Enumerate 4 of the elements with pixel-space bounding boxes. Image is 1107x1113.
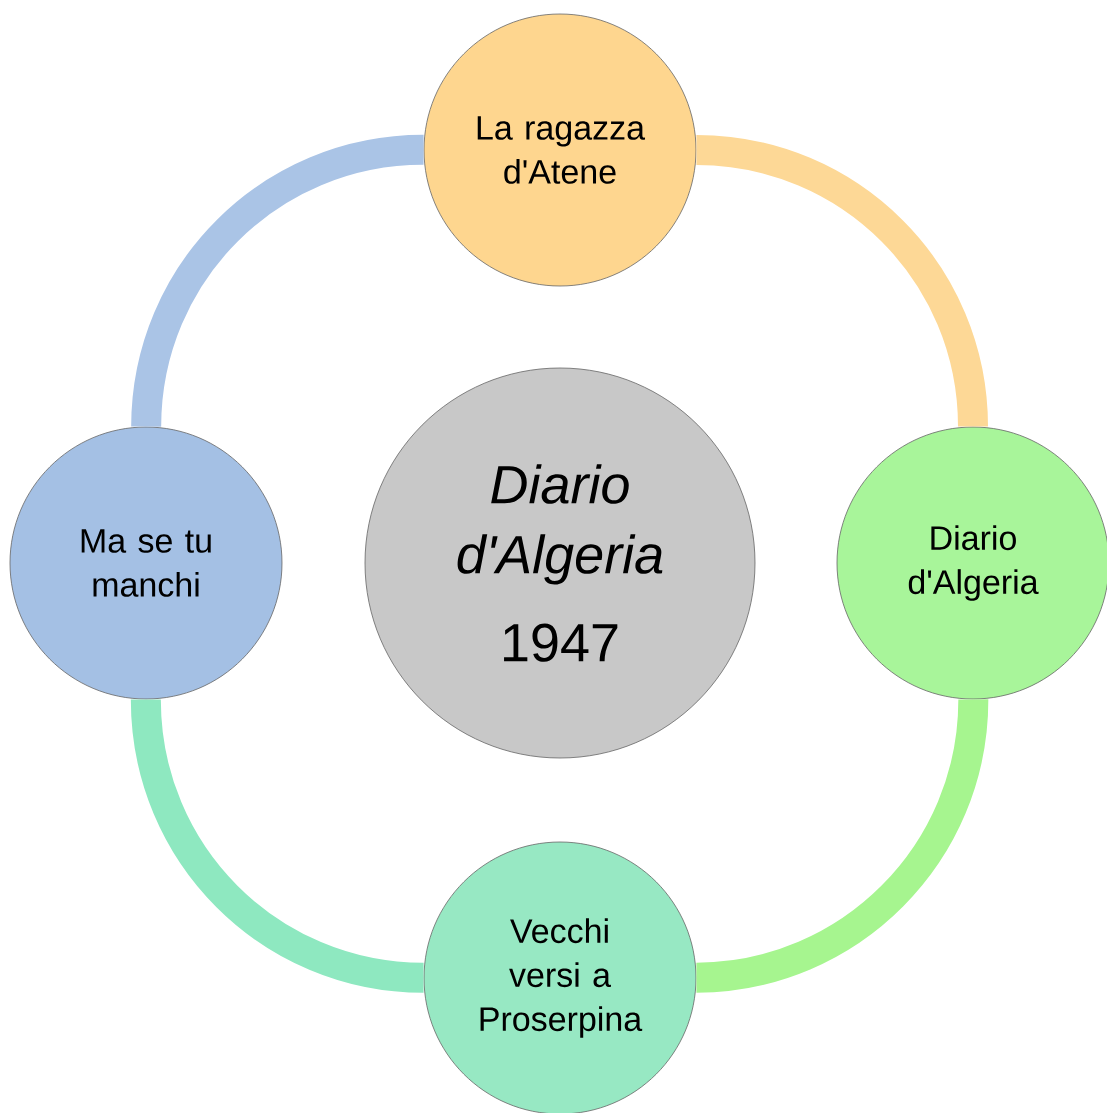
ring-arc [695,698,989,993]
ring-arc [695,135,988,428]
ring-arc [130,698,425,993]
ring-arc [131,134,425,428]
